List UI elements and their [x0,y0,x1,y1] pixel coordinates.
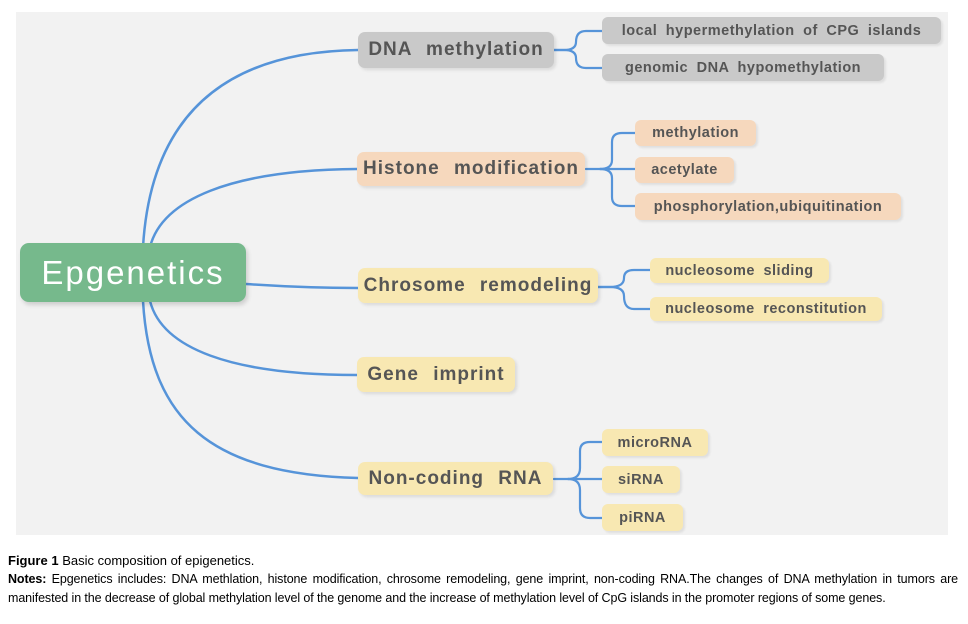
node-phosphorylation-ubiquitination: phosphorylation,ubiquitination [635,193,901,220]
figure-caption: Figure 1 Basic composition of epigenetic… [8,551,958,608]
figure-title-text: Basic composition of epigenetics. [58,553,255,568]
node-microrna: microRNA [602,429,708,456]
node-local-hypermethylation: local hypermethylation of CPG islands [602,17,941,44]
node-histone-modification: Histone modification [357,152,585,186]
node-nucleosome-reconstitution: nucleosome reconstitution [650,297,882,321]
notes-label: Notes: [8,572,47,586]
node-nucleosome-sliding: nucleosome sliding [650,258,829,283]
node-gene-imprint: Gene imprint [357,357,515,392]
node-genomic-hypomethylation: genomic DNA hypomethylation [602,54,884,81]
node-sirna: siRNA [602,466,680,493]
node-epgenetics: Epgenetics [20,243,246,302]
node-acetylate: acetylate [635,157,734,183]
node-chrosome-remodeling: Chrosome remodeling [358,268,598,303]
figure-title-line: Figure 1 Basic composition of epigenetic… [8,551,958,570]
node-methylation: methylation [635,120,756,146]
figure-label: Figure 1 [8,553,59,568]
node-dna-methylation: DNA methylation [358,32,554,68]
figure-notes: Notes: Epgenetics includes: DNA methlati… [8,570,958,608]
notes-text: Epgenetics includes: DNA methlation, his… [8,572,958,605]
node-non-coding-rna: Non-coding RNA [358,462,553,495]
node-pirna: piRNA [602,504,683,531]
